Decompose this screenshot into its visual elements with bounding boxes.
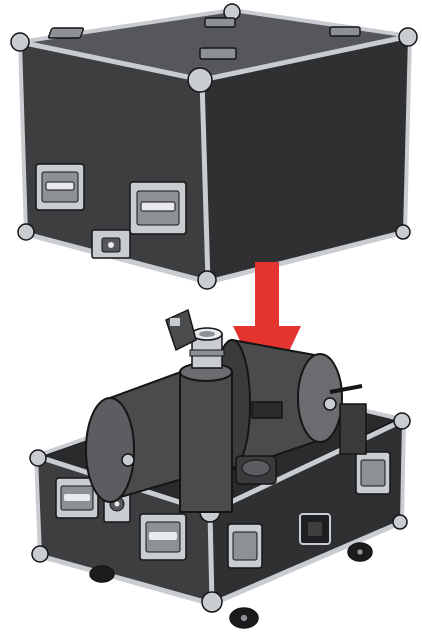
lid-handle-right (130, 182, 186, 234)
base-socket (300, 514, 330, 544)
flight-case-lid-icon (11, 4, 417, 289)
lid-latch (92, 230, 130, 258)
device-column (180, 363, 232, 512)
base-rail-right (402, 420, 404, 522)
base-rail-vertical (210, 512, 212, 604)
base-handle-right-b (356, 452, 390, 494)
device-left-tank (86, 370, 186, 502)
base-handle-center (140, 514, 186, 560)
lid-handle-left (36, 164, 84, 210)
base-handle-right-a (228, 524, 262, 568)
